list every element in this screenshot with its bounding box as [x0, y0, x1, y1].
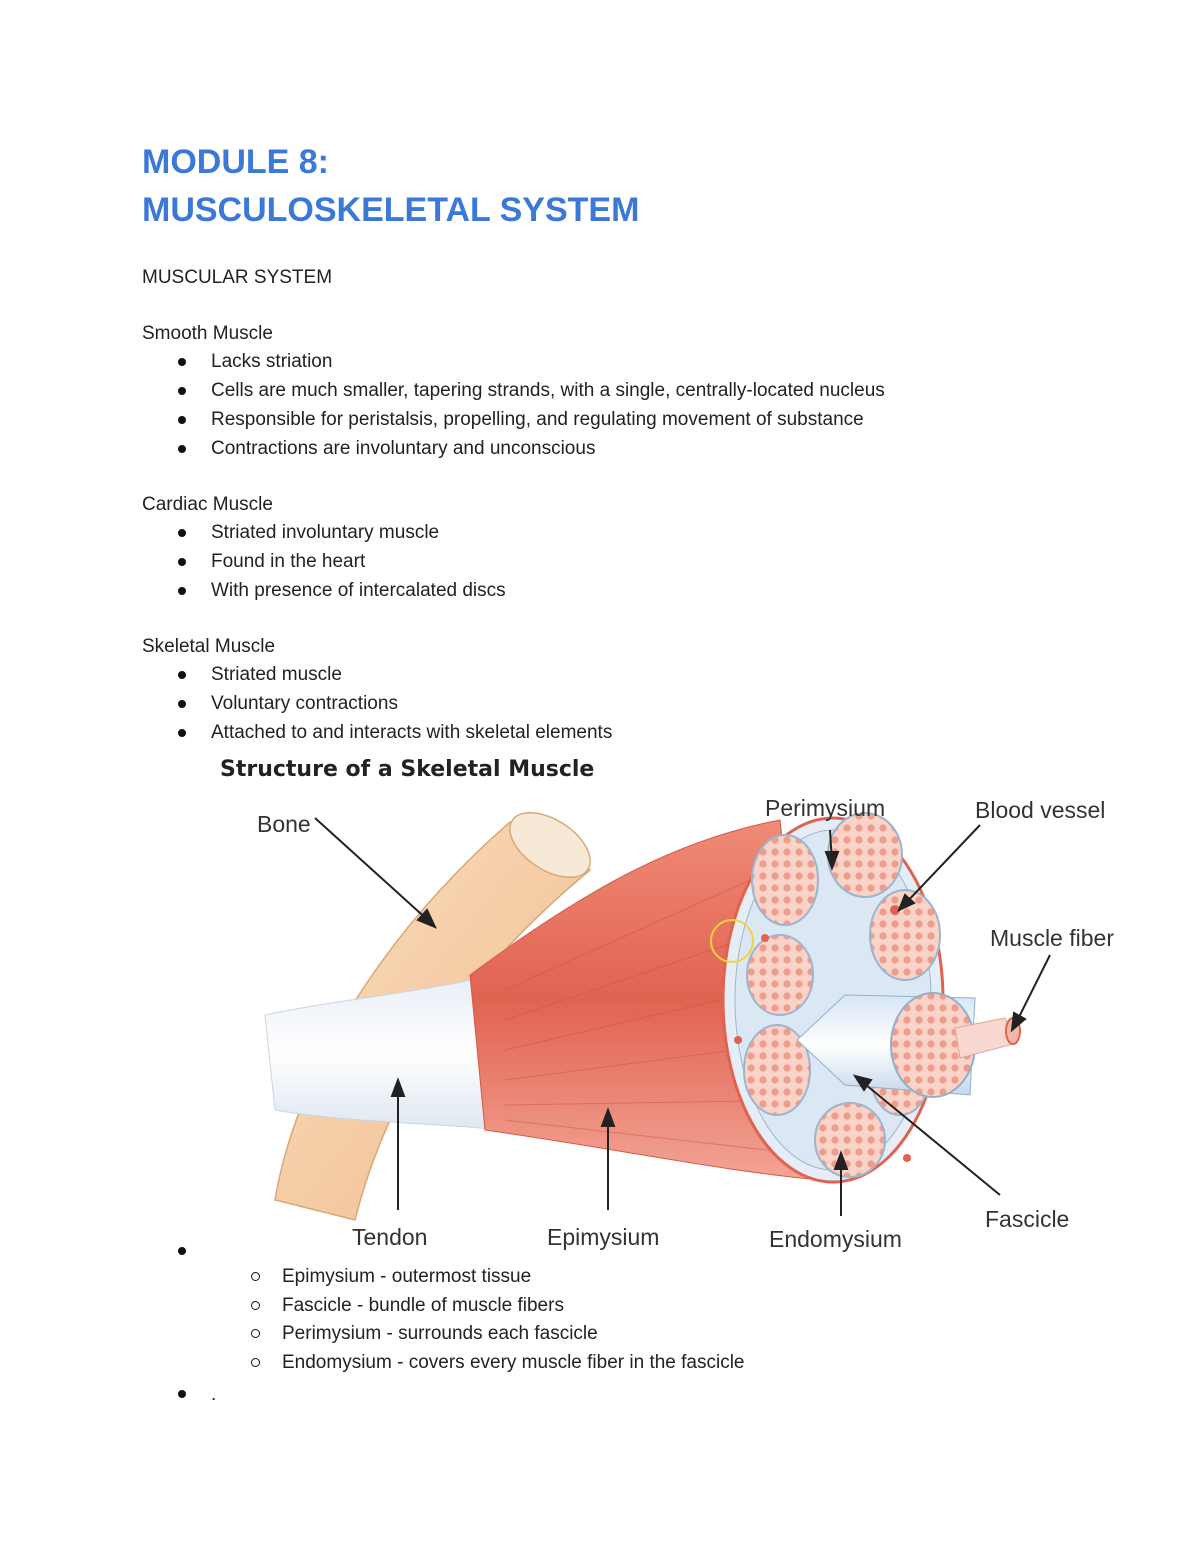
list-item: Attached to and interacts with skeletal …	[211, 722, 613, 743]
sub-list-item: Perimysium - surrounds each fascicle	[282, 1323, 598, 1344]
sub-bullet-icon	[251, 1301, 260, 1310]
list-item: Cells are much smaller, tapering strands…	[211, 380, 885, 401]
fascicle-tube	[796, 992, 1021, 1098]
highlight-circle-icon	[710, 919, 754, 963]
list-item: Contractions are involuntary and unconsc…	[211, 438, 596, 459]
sub-bullet-icon	[251, 1358, 260, 1367]
bullet-icon	[178, 416, 186, 424]
skeletal-muscle-heading: Skeletal Muscle	[142, 636, 276, 657]
list-item: Striated muscle	[211, 664, 342, 685]
label-blood-vessel: Blood vessel	[975, 797, 1105, 823]
list-item: Lacks striation	[211, 351, 333, 372]
list-item: Found in the heart	[211, 551, 366, 572]
bullet-icon	[178, 387, 186, 395]
skeletal-muscle-illustration: Structure of a Skeletal Muscle	[220, 757, 1114, 1252]
label-bone: Bone	[257, 811, 311, 837]
module-subtitle: MUSCULOSKELETAL SYSTEM	[142, 191, 640, 229]
list-item: Striated involuntary muscle	[211, 522, 440, 543]
label-epimysium: Epimysium	[547, 1224, 659, 1250]
bullet-icon	[178, 558, 186, 566]
label-endomysium: Endomysium	[769, 1226, 902, 1252]
sub-bullet-icon	[251, 1329, 260, 1338]
bullet-icon	[178, 729, 186, 737]
cardiac-muscle-heading: Cardiac Muscle	[142, 494, 273, 515]
label-muscle-fiber: Muscle fiber	[990, 925, 1114, 951]
bullet-icon	[178, 587, 186, 595]
list-item: Voluntary contractions	[211, 693, 398, 714]
label-perimysium: Perimysium	[765, 795, 885, 821]
figure-title: Structure of a Skeletal Muscle	[220, 757, 594, 782]
label-fascicle: Fascicle	[985, 1206, 1069, 1232]
sub-list-item: Fascicle - bundle of muscle fibers	[282, 1295, 564, 1316]
list-item: With presence of intercalated discs	[211, 580, 506, 601]
smooth-muscle-heading: Smooth Muscle	[142, 323, 273, 344]
bullet-icon	[178, 358, 186, 366]
label-arrows	[314, 817, 1051, 1216]
tendon-shape	[264, 974, 506, 1131]
bullet-icon	[178, 1247, 186, 1255]
bullet-icon	[178, 671, 186, 679]
sub-list-item: Endomysium - covers every muscle fiber i…	[282, 1352, 745, 1373]
bullet-icon	[178, 445, 186, 453]
list-item: Responsible for peristalsis, propelling,…	[211, 409, 864, 430]
label-tendon: Tendon	[352, 1224, 427, 1250]
section-heading: MUSCULAR SYSTEM	[142, 267, 333, 288]
list-item: .	[211, 1384, 217, 1405]
module-title: MODULE 8:	[142, 143, 329, 181]
skeletal-muscle-figure: Structure of a Skeletal Muscle	[205, 750, 1135, 1260]
sub-bullet-icon	[251, 1272, 260, 1281]
bullet-icon	[178, 529, 186, 537]
bullet-icon	[178, 700, 186, 708]
sub-list-item: Epimysium - outermost tissue	[282, 1266, 532, 1287]
bullet-icon	[178, 1390, 186, 1398]
